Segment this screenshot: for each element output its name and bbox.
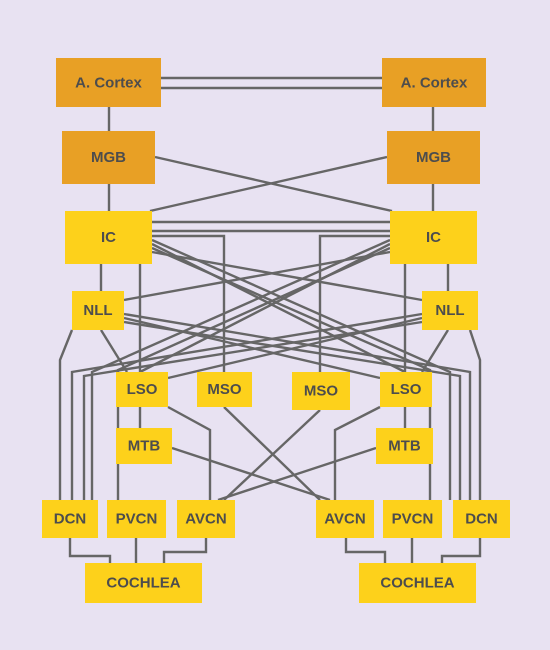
node-label: MGB [91,149,126,166]
nll-right-to-pvcn-left [82,320,423,500]
node-label: MTB [388,438,421,455]
lso-right-to-avcn-right [333,405,381,500]
node-label: PVCN [392,511,434,528]
node-avcn-left: AVCN [177,500,235,538]
avcn-right-to-cochlea [344,538,387,563]
node-label: MTB [128,438,161,455]
node-mtb-left: MTB [116,428,172,464]
node-mtb-right: MTB [376,428,433,464]
node-mgb-left: MGB [62,131,155,184]
node-mso-right: MSO [292,372,350,410]
node-label: PVCN [116,511,158,528]
nodes: A. Cortex A. Cortex MGB MGB IC IC NLL [42,58,510,603]
node-cochlea-left: COCHLEA [85,563,202,603]
node-nll-right: NLL [422,291,478,330]
node-avcn-right: AVCN [316,500,374,538]
ic-right-to-lso-left [139,242,391,374]
node-label: COCHLEA [106,575,180,592]
node-label: DCN [465,511,498,528]
dcn-left-to-cochlea [68,538,112,563]
node-label: LSO [127,381,158,398]
node-label: IC [101,229,116,246]
node-cochlea-right: COCHLEA [359,563,476,603]
node-lso-left: LSO [116,372,168,407]
node-label: MSO [207,381,242,398]
connections [58,76,482,563]
node-label: DCN [54,511,87,528]
mtb-right-to-avcn-left [217,446,377,502]
ic-left-to-mso-left [152,234,226,372]
dcn-right-to-cochlea [440,538,482,563]
node-label: NLL [83,302,112,319]
node-label: MSO [304,383,339,400]
node-label: A. Cortex [401,75,468,92]
nll-right-to-lso-right [420,329,450,373]
node-lso-right: LSO [380,372,432,407]
mgb-right-to-ic-left [149,155,388,213]
ic-right-to-dcn-left [90,238,391,500]
avcn-left-to-cochlea [162,538,208,563]
mso-right-to-avcn-left [223,409,321,501]
node-nll-left: NLL [72,291,124,330]
ic-right-to-mso-right [318,234,390,372]
node-label: IC [426,229,441,246]
node-mso-left: MSO [197,372,252,407]
node-label: AVCN [185,511,226,528]
nll-left-outer-loop [58,329,74,500]
node-pvcn-right: PVCN [383,500,442,538]
node-pvcn-left: PVCN [107,500,166,538]
node-label: LSO [391,381,422,398]
node-ic-right: IC [390,211,477,264]
node-label: MGB [416,149,451,166]
node-dcn-left: DCN [42,500,98,538]
node-label: COCHLEA [380,575,454,592]
node-cortex-right: A. Cortex [382,58,486,107]
mtb-left-to-avcn-right [171,446,331,502]
node-cortex-left: A. Cortex [56,58,161,107]
nll-left-to-pvcn-right [123,320,462,500]
node-dcn-right: DCN [453,500,510,538]
nll-right-outer-loop [468,329,482,500]
nll-left-to-lso-left [99,329,129,373]
node-ic-left: IC [65,211,152,264]
nll-right-to-dcn-left [70,312,423,500]
node-label: A. Cortex [75,75,142,92]
lso-left-to-avcn-left [167,405,212,500]
nll-left-to-dcn-right [123,312,472,500]
node-label: AVCN [324,511,365,528]
node-mgb-right: MGB [387,131,480,184]
node-label: NLL [435,302,464,319]
ic-left-to-dcn-right [151,238,452,500]
